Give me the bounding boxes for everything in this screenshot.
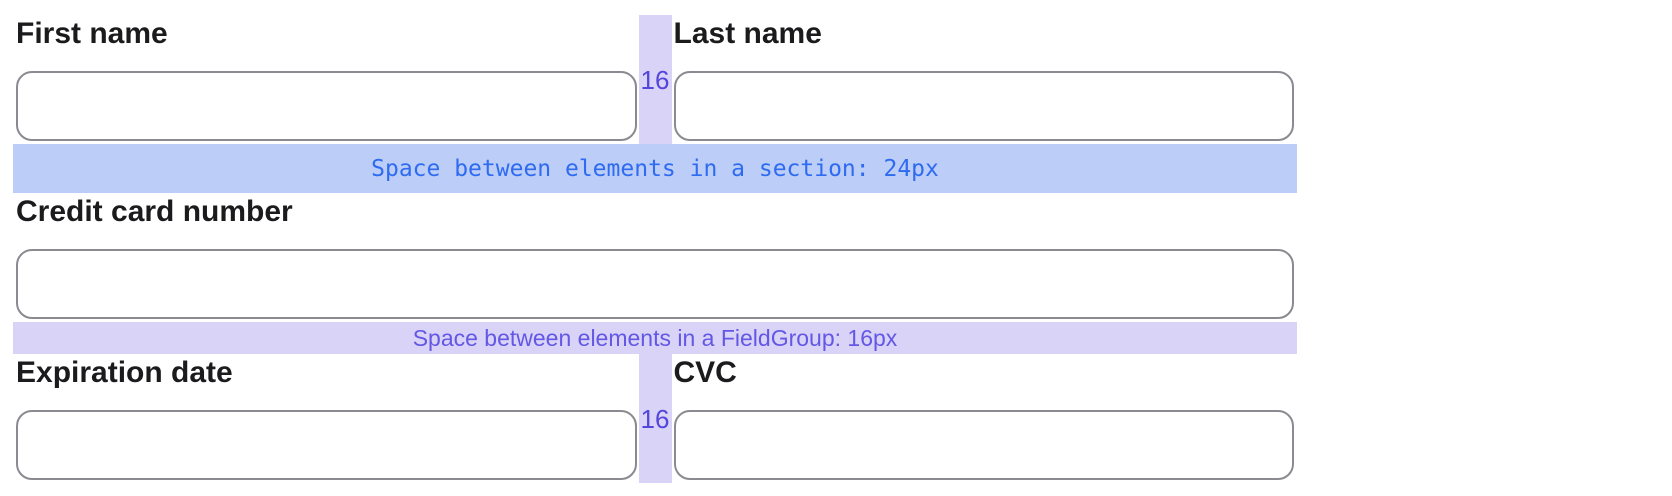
name-field-row: First name 16 Last name [13, 15, 1297, 144]
section-gap-annotation-text: Space between elements in a section: 24p… [371, 155, 939, 182]
column-gap-strip: 16 [638, 354, 672, 483]
last-name-input[interactable] [673, 71, 1294, 141]
column-gap-strip: 16 [638, 15, 672, 144]
last-name-field: Last name [673, 15, 1294, 144]
section-gap-annotation: Space between elements in a section: 24p… [13, 144, 1297, 193]
expiration-date-label: Expiration date [16, 356, 233, 389]
credit-card-field: Credit card number [16, 193, 1294, 319]
expiration-date-input[interactable] [16, 410, 637, 480]
column-gap-value: 16 [640, 403, 670, 434]
cvc-label: CVC [673, 356, 737, 389]
cvc-input[interactable] [673, 410, 1294, 480]
payment-form: First name 16 Last name Space between el… [13, 15, 1297, 483]
credit-card-label: Credit card number [16, 195, 293, 228]
last-name-label: Last name [673, 17, 822, 50]
first-name-label: First name [16, 17, 168, 50]
credit-card-input[interactable] [16, 249, 1294, 319]
first-name-field: First name [16, 15, 637, 144]
credit-card-field-row: Credit card number [13, 193, 1297, 319]
fieldgroup-gap-annotation: Space between elements in a FieldGroup: … [13, 322, 1297, 354]
first-name-input[interactable] [16, 71, 637, 141]
cvc-field: CVC [673, 354, 1294, 483]
expiration-date-field: Expiration date [16, 354, 637, 483]
expiry-cvc-field-row: Expiration date 16 CVC [13, 354, 1297, 483]
column-gap-value: 16 [640, 64, 670, 95]
fieldgroup-gap-annotation-text: Space between elements in a FieldGroup: … [412, 324, 898, 351]
